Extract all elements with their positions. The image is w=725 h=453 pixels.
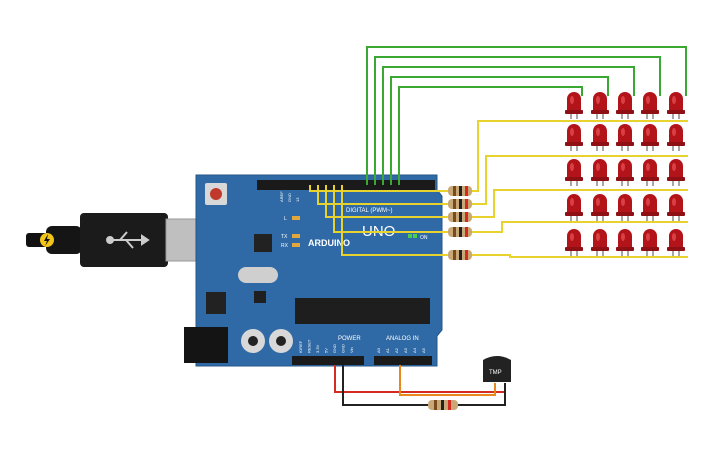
analog-pin-label: A4 [412, 347, 417, 353]
resistor[interactable] [448, 212, 472, 222]
sensor-wiring [334, 365, 506, 406]
column-wire [366, 46, 687, 185]
row-wire [325, 185, 448, 218]
digital-header-label: DIGITAL (PWM~) [346, 208, 393, 214]
led[interactable] [667, 124, 685, 151]
row-wire [470, 155, 688, 205]
sensor-resistor [428, 400, 458, 410]
power-pin-label: 5V [324, 348, 329, 353]
power-pin-label: Vin [349, 347, 354, 353]
usb-cable [26, 213, 215, 267]
led[interactable] [591, 229, 609, 256]
led[interactable] [667, 159, 685, 186]
label-rx: RX [281, 243, 289, 249]
atmega-chip [295, 298, 430, 324]
row-wire [333, 185, 448, 233]
led[interactable] [667, 194, 685, 221]
led[interactable] [565, 92, 583, 119]
lightning-icon [40, 233, 54, 247]
led[interactable] [591, 159, 609, 186]
led[interactable] [616, 124, 634, 151]
analog-pin-label: A0 [376, 347, 381, 353]
sensor-label: TMP [489, 370, 502, 376]
led[interactable] [641, 92, 659, 119]
resistor[interactable] [448, 227, 472, 237]
led[interactable] [641, 194, 659, 221]
usb-chip [254, 234, 272, 252]
led[interactable] [591, 124, 609, 151]
led[interactable] [616, 229, 634, 256]
label-aref: AREF [279, 191, 284, 202]
led[interactable] [591, 92, 609, 119]
led[interactable] [565, 159, 583, 186]
led[interactable] [667, 92, 685, 119]
row-wire [341, 185, 448, 256]
label-gnd: GND [287, 193, 292, 202]
crystal [238, 267, 278, 283]
regulator [206, 292, 226, 314]
power-header-label: POWER [338, 336, 361, 342]
analog-header-label: ANALOG IN [386, 336, 419, 342]
label-tx: TX [281, 234, 288, 240]
power-jack[interactable] [184, 327, 228, 363]
column-wire [398, 86, 583, 185]
power-pin-label: GND [341, 344, 346, 353]
analog-pin-label: A2 [394, 347, 399, 353]
column-wire [374, 56, 661, 185]
temperature-sensor[interactable]: TMP [483, 356, 511, 382]
usb-icon [106, 231, 150, 249]
power-pin-label: 3.3V [315, 344, 320, 353]
row-wire [309, 185, 448, 192]
column-wire [382, 66, 635, 185]
brand-label: ARDUINO [308, 238, 350, 248]
arduino-board[interactable]: ARDUINO UNO DIGITAL (PWM~) POWER ANALOG … [184, 174, 443, 367]
led[interactable] [616, 92, 634, 119]
column-wire [390, 76, 609, 185]
label-l: L [284, 216, 287, 222]
power-pin-label: RESET [307, 339, 312, 353]
analog-pin-label: A1 [385, 347, 390, 353]
led[interactable] [616, 159, 634, 186]
led[interactable] [565, 124, 583, 151]
analog-pin-label: A5 [421, 347, 426, 353]
analog-header-pins [374, 356, 432, 365]
led[interactable] [591, 194, 609, 221]
row-wire [470, 254, 688, 258]
row-wire [470, 221, 688, 233]
resistor[interactable] [448, 199, 472, 209]
resistor[interactable] [448, 186, 472, 196]
led[interactable] [641, 159, 659, 186]
led[interactable] [667, 229, 685, 256]
analog-pin-label: A3 [403, 347, 408, 353]
led[interactable] [616, 194, 634, 221]
led[interactable] [565, 229, 583, 256]
digital-header [257, 180, 435, 190]
power-pin-label: GND [332, 344, 337, 353]
row-wire [470, 120, 688, 192]
label-13: 13 [295, 197, 300, 202]
led[interactable] [641, 229, 659, 256]
row-wire [317, 185, 448, 205]
led[interactable] [565, 194, 583, 221]
led[interactable] [641, 124, 659, 151]
power-pin-label: IOREF [298, 340, 303, 353]
resistor[interactable] [448, 250, 472, 260]
row-wire [470, 189, 688, 218]
power-header-pins [292, 356, 364, 365]
label-on: ON [420, 235, 428, 241]
